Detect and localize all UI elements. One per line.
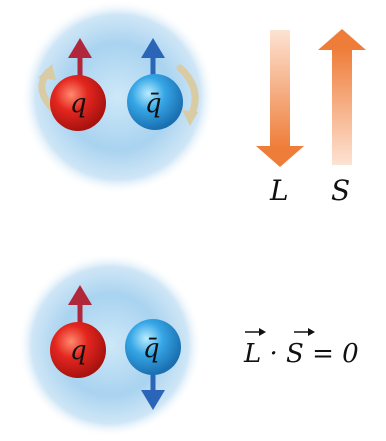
- top-panel: q q̄ L S: [21, 0, 366, 207]
- L-arrow-down-icon: [256, 146, 304, 167]
- quark-spin-arrow-up-icon: [68, 38, 92, 58]
- vector-arrowhead-S-icon: [308, 328, 315, 336]
- antiquark-spin-arrow-up-icon: [141, 38, 165, 58]
- quark-label-bottom: q: [70, 336, 87, 366]
- antiquark-spin-arrow-down-icon: [141, 390, 165, 410]
- antiquark-sphere-bottom: [125, 319, 181, 375]
- L-arrow-shaft: [270, 30, 290, 148]
- equation-text: L · S = 0: [243, 339, 359, 369]
- bottom-panel: q q̄ L · S = 0: [18, 253, 359, 437]
- S-arrow-label: S: [331, 174, 350, 207]
- vector-arrowhead-L-icon: [259, 328, 266, 336]
- quark-sphere-bottom: [50, 322, 106, 378]
- quark-spin-shaft-bottom: [77, 297, 83, 327]
- L-arrow-label: L: [269, 174, 289, 207]
- spin-orbit-equation: L · S = 0: [243, 328, 359, 369]
- S-arrow-shaft: [332, 49, 352, 165]
- antiquark-label-top: q̄: [145, 89, 162, 119]
- orbit-arrowhead-left-icon: [38, 64, 56, 80]
- S-arrow-up-icon: [318, 29, 366, 50]
- antiquark-spin-shaft-bottom: [150, 372, 156, 398]
- antiquark-label-bottom: q̄: [143, 334, 160, 364]
- meson-cloud-top: [21, 0, 215, 194]
- orbit-arrowhead-right-icon: [182, 110, 198, 126]
- quark-spin-shaft-top: [77, 50, 83, 80]
- quark-label-top: q: [70, 89, 87, 119]
- quark-spin-arrow-up-bottom-icon: [68, 285, 92, 305]
- antiquark-spin-shaft-top: [150, 50, 156, 80]
- antiquark-sphere-top: [127, 74, 183, 130]
- quark-sphere-top: [50, 75, 106, 131]
